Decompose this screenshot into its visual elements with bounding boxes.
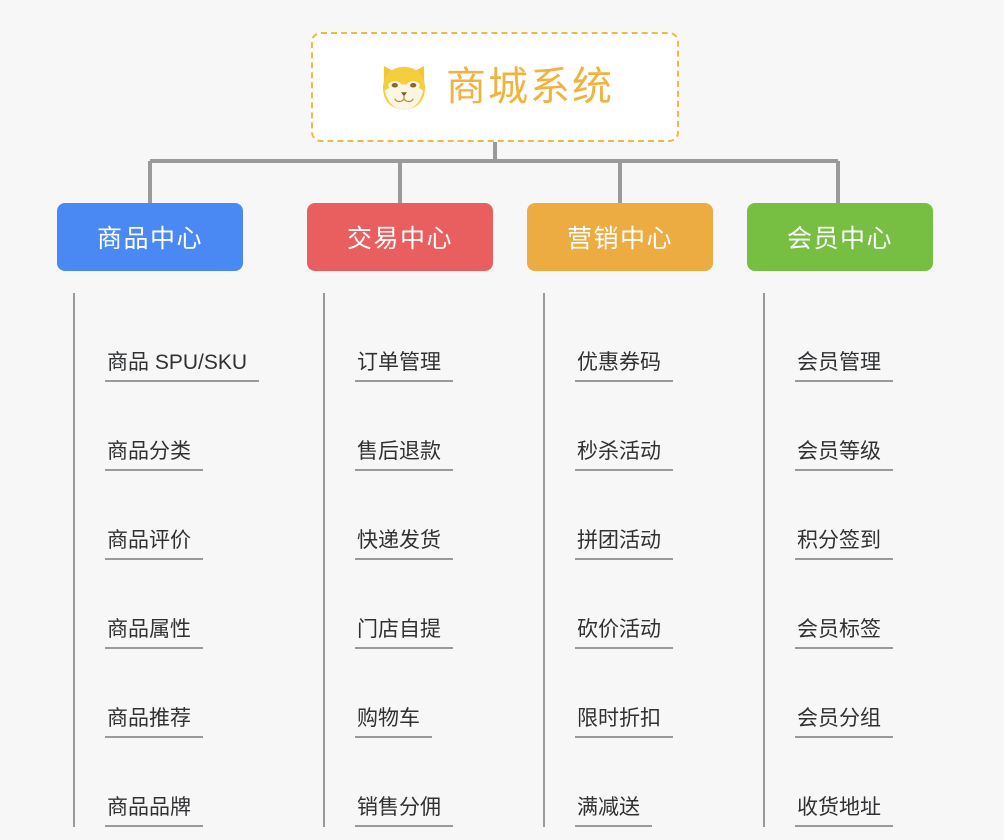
leaf-list-1: 订单管理 售后退款 快递发货 门店自提 购物车 销售分佣 [307, 293, 493, 827]
leaf-item[interactable]: 购物车 [323, 649, 493, 738]
branch-column-0: 商品中心 商品 SPU/SKU 商品分类 商品评价 商品属性 商品推荐 商品品牌 [57, 203, 260, 827]
branch-spine [543, 293, 545, 827]
leaf-item[interactable]: 砍价活动 [543, 560, 713, 649]
leaf-item[interactable]: 商品分类 [73, 382, 243, 471]
shiba-dog-icon [383, 66, 425, 110]
leaf-label: 商品属性 [105, 618, 203, 649]
category-label: 会员中心 [786, 225, 893, 253]
leaf-label: 会员管理 [795, 351, 893, 382]
leaf-item[interactable]: 商品品牌 [73, 738, 243, 827]
leaf-item[interactable]: 秒杀活动 [543, 382, 713, 471]
leaf-item[interactable]: 商品推荐 [73, 649, 243, 738]
leaf-label: 积分签到 [795, 529, 893, 560]
leaf-label: 销售分佣 [355, 796, 453, 827]
leaf-list-2: 优惠券码 秒杀活动 拼团活动 砍价活动 限时折扣 满减送 [527, 293, 713, 827]
leaf-item[interactable]: 商品评价 [73, 471, 243, 560]
leaf-label: 快递发货 [355, 529, 453, 560]
leaf-label: 会员等级 [795, 440, 893, 471]
leaf-label: 订单管理 [355, 351, 453, 382]
leaf-label: 门店自提 [355, 618, 453, 649]
branch-column-2: 营销中心 优惠券码 秒杀活动 拼团活动 砍价活动 限时折扣 满减送 [527, 203, 713, 827]
leaf-item[interactable]: 订单管理 [323, 293, 493, 382]
category-header-3[interactable]: 会员中心 [747, 203, 933, 271]
leaf-label: 收货地址 [795, 796, 893, 827]
leaf-label: 商品评价 [105, 529, 203, 560]
category-header-2[interactable]: 营销中心 [527, 203, 713, 271]
category-label: 营销中心 [566, 225, 673, 253]
branch-spine [73, 293, 75, 827]
leaf-label: 优惠券码 [575, 351, 673, 382]
leaf-label: 会员标签 [795, 618, 893, 649]
leaf-label: 商品分类 [105, 440, 203, 471]
leaf-item[interactable]: 积分签到 [763, 471, 933, 560]
leaf-item[interactable]: 拼团活动 [543, 471, 713, 560]
leaf-item[interactable]: 商品属性 [73, 560, 243, 649]
category-header-0[interactable]: 商品中心 [57, 203, 243, 271]
leaf-label: 商品品牌 [105, 796, 203, 827]
leaf-label: 砍价活动 [575, 618, 673, 649]
branch-spine [323, 293, 325, 827]
leaf-item[interactable]: 会员标签 [763, 560, 933, 649]
root-title: 商城系统 [446, 65, 614, 109]
leaf-label: 限时折扣 [575, 707, 673, 738]
leaf-label: 拼团活动 [575, 529, 673, 560]
leaf-list-0: 商品 SPU/SKU 商品分类 商品评价 商品属性 商品推荐 商品品牌 [57, 293, 260, 827]
leaf-item[interactable]: 会员分组 [763, 649, 933, 738]
leaf-list-3: 会员管理 会员等级 积分签到 会员标签 会员分组 收货地址 [747, 293, 933, 827]
leaf-item[interactable]: 门店自提 [323, 560, 493, 649]
leaf-label: 售后退款 [355, 440, 453, 471]
root-node[interactable]: 商城系统 [311, 32, 679, 142]
leaf-item[interactable]: 限时折扣 [543, 649, 713, 738]
leaf-label: 购物车 [355, 707, 432, 738]
branch-column-1: 交易中心 订单管理 售后退款 快递发货 门店自提 购物车 销售分佣 [307, 203, 493, 827]
category-label: 交易中心 [346, 225, 453, 253]
category-header-1[interactable]: 交易中心 [307, 203, 493, 271]
category-label: 商品中心 [96, 225, 203, 253]
leaf-item[interactable]: 售后退款 [323, 382, 493, 471]
leaf-item[interactable]: 会员等级 [763, 382, 933, 471]
leaf-label: 商品推荐 [105, 707, 203, 738]
leaf-item[interactable]: 优惠券码 [543, 293, 713, 382]
branch-column-3: 会员中心 会员管理 会员等级 积分签到 会员标签 会员分组 收货地址 [747, 203, 933, 827]
leaf-item[interactable]: 商品 SPU/SKU [73, 293, 260, 382]
leaf-label: 秒杀活动 [575, 440, 673, 471]
branch-spine [763, 293, 765, 827]
leaf-item[interactable]: 会员管理 [763, 293, 933, 382]
leaf-item[interactable]: 销售分佣 [323, 738, 493, 827]
leaf-item[interactable]: 收货地址 [763, 738, 933, 827]
leaf-item[interactable]: 满减送 [543, 738, 713, 827]
leaf-item[interactable]: 快递发货 [323, 471, 493, 560]
leaf-label: 会员分组 [795, 707, 893, 738]
leaf-label: 商品 SPU/SKU [105, 351, 260, 382]
leaf-label: 满减送 [575, 796, 652, 827]
